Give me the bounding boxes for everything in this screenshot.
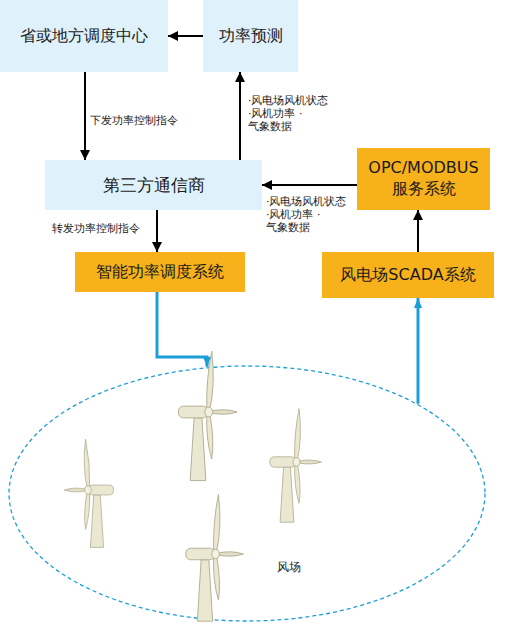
field-ellipse: 风场	[8, 365, 486, 622]
turbine-group	[64, 351, 321, 621]
process-box: 省或地方调度中心	[0, 0, 168, 72]
node-label: 智能功率调度系统	[96, 262, 224, 283]
node-label: OPC/MODBUS 服务系统	[363, 158, 484, 200]
connector-arrow	[417, 298, 420, 404]
wind-turbine	[64, 439, 113, 547]
node-label: 第三方通信商	[103, 174, 205, 196]
connector-arrow	[239, 72, 241, 160]
dashed-ellipse	[9, 366, 485, 621]
node-label: 功率预测	[219, 26, 283, 47]
node-label: 风电场SCADA系统	[340, 265, 475, 286]
edge-label: 下发功率控制指令	[90, 114, 178, 127]
process-box: 智能功率调度系统	[75, 252, 245, 292]
connector-arrow	[84, 72, 86, 160]
edge-group	[85, 36, 418, 404]
connector-arrow	[157, 292, 207, 367]
edge-label: ·风电场风机状态 ·风机功率 ·气象数据	[248, 94, 332, 133]
connector-arrow	[417, 210, 419, 252]
edge-label: ·风电场风机状态 ·风机功率 ·气象数据	[266, 195, 350, 234]
ellipse-outline	[8, 365, 486, 622]
process-box: 第三方通信商	[45, 160, 262, 210]
wind-turbine	[270, 409, 322, 523]
process-box: OPC/MODBUS 服务系统	[357, 148, 490, 210]
process-box: 风电场SCADA系统	[322, 252, 494, 298]
connector-arrow	[156, 210, 158, 252]
edge-label: 转发功率控制指令	[52, 222, 140, 235]
node-label: 风场	[277, 560, 301, 576]
wind-turbine	[186, 494, 244, 621]
connector-arrow	[262, 184, 357, 186]
node-label: 省或地方调度中心	[20, 26, 148, 47]
wind-turbine	[178, 351, 237, 480]
connector-arrow	[168, 35, 203, 37]
process-box: 功率预测	[203, 0, 298, 72]
